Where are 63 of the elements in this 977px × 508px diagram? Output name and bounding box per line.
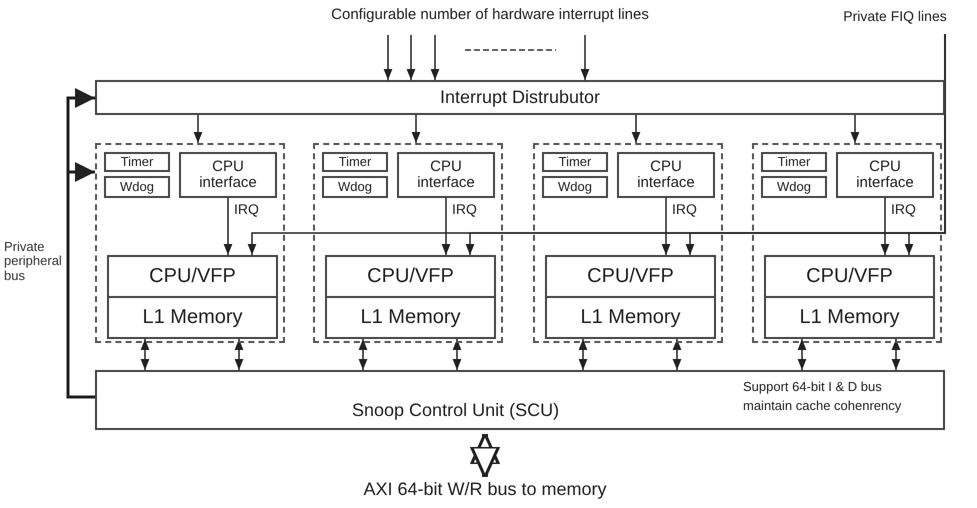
arrow — [672, 339, 682, 370]
cpu-block — [545, 255, 716, 339]
cpu-core-region — [752, 143, 942, 343]
block-label: Snoop Control Unit (SCU) — [352, 400, 560, 421]
arrow — [412, 115, 420, 143]
arrow — [850, 115, 860, 143]
arrow — [140, 339, 150, 370]
edge-label: IRQ — [233, 201, 260, 217]
block-label: CPU/VFP — [586, 264, 675, 289]
bus-label: Private peripheral bus — [4, 240, 63, 283]
block-label: L1 Memory — [109, 296, 276, 337]
arrow — [406, 35, 416, 80]
cpu-core-region — [95, 143, 285, 343]
edge-label: IRQ — [451, 201, 478, 217]
arrow — [662, 198, 670, 255]
arrow — [224, 198, 232, 255]
arrow — [880, 198, 890, 255]
arrow — [632, 115, 640, 143]
note-text: Support 64-bit I & D bus maintain cache cohenrency — [743, 378, 902, 415]
arrow — [904, 34, 946, 255]
double-arrow — [470, 432, 500, 478]
watchdog-block: Wdog — [761, 176, 827, 198]
block-label: L1 Memory — [766, 296, 933, 337]
edge-label: IRQ — [671, 201, 698, 217]
edge-label: IRQ — [890, 201, 917, 217]
arrow — [798, 339, 806, 370]
arrow — [194, 115, 202, 143]
block-label: L1 Memory — [327, 296, 494, 337]
distributor-block: Interrupt Distrubutor — [95, 80, 945, 115]
block-label: CPU/VFP — [148, 264, 237, 289]
timer-block: Timer — [322, 152, 388, 172]
watchdog-block: Wdog — [322, 176, 388, 198]
arrow — [578, 339, 588, 370]
arrow — [580, 35, 590, 80]
timer-block: Timer — [542, 152, 608, 172]
cpu-core-region — [313, 143, 503, 343]
cpu-block — [325, 255, 496, 339]
arrow — [442, 198, 450, 255]
caption-text: Configurable number of hardware interrupt lines — [250, 6, 730, 28]
cpu-block — [107, 255, 278, 339]
arrow — [358, 339, 368, 370]
arrow — [452, 339, 462, 370]
block-label: CPU/VFP — [805, 264, 894, 289]
arrow — [430, 35, 440, 80]
arrow — [384, 35, 392, 80]
cpu-interface-block: CPU interface — [617, 152, 715, 198]
cpu-interface-block: CPU interface — [836, 152, 934, 198]
watchdog-block: Wdog — [542, 176, 608, 198]
block-label: L1 Memory — [547, 296, 714, 337]
cpu-block — [764, 255, 935, 339]
scu-block — [95, 370, 945, 430]
arrow — [234, 339, 244, 370]
cpu-core-region — [533, 143, 723, 343]
arrow — [892, 339, 900, 370]
timer-block: Timer — [761, 152, 827, 172]
caption-text: AXI 64-bit W/R bus to memory — [300, 479, 670, 503]
watchdog-block: Wdog — [104, 176, 170, 198]
cpu-interface-block: CPU interface — [397, 152, 495, 198]
caption-text: Private FIQ lines — [815, 8, 975, 30]
arrow — [66, 162, 95, 398]
timer-block: Timer — [104, 152, 170, 172]
block-label: CPU/VFP — [366, 264, 455, 289]
cpu-interface-block: CPU interface — [179, 152, 277, 198]
